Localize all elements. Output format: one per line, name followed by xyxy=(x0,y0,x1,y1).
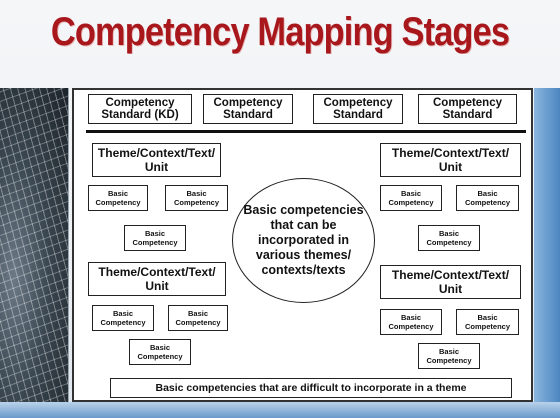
basic-competency-box: Basic Competency xyxy=(418,343,480,369)
decorative-bottom-band xyxy=(0,402,560,418)
theme-box: Theme/Context/Text/ Unit xyxy=(380,143,521,177)
basic-competency-box: Basic Competency xyxy=(165,185,228,211)
basic-competency-box: Basic Competency xyxy=(129,339,191,365)
center-circle: Basic competencies that can be incorpora… xyxy=(232,178,375,303)
standard-box: Competency Standard (KD) xyxy=(88,94,192,124)
basic-competency-box: Basic Competency xyxy=(124,225,186,251)
basic-competency-box: Basic Competency xyxy=(456,185,519,211)
standard-box: Competency Standard xyxy=(418,94,517,124)
divider-line xyxy=(86,130,526,133)
theme-box: Theme/Context/Text/ Unit xyxy=(88,262,226,296)
basic-competency-box: Basic Competency xyxy=(92,305,154,331)
basic-competency-box: Basic Competency xyxy=(168,305,228,331)
slide-title: Competency Mapping Stages xyxy=(50,10,510,54)
basic-competency-box: Basic Competency xyxy=(380,185,442,211)
theme-box: Theme/Context/Text/ Unit xyxy=(380,265,521,299)
theme-box: Theme/Context/Text/ Unit xyxy=(92,143,221,177)
standard-box: Competency Standard xyxy=(313,94,403,124)
basic-competency-box: Basic Competency xyxy=(418,225,480,251)
basic-competency-box: Basic Competency xyxy=(88,185,148,211)
decorative-blue-band xyxy=(534,88,560,403)
footer-box: Basic competencies that are difficult to… xyxy=(110,378,512,398)
basic-competency-box: Basic Competency xyxy=(456,309,519,335)
standard-box: Competency Standard xyxy=(203,94,293,124)
decorative-wireframe-image xyxy=(0,88,69,403)
basic-competency-box: Basic Competency xyxy=(380,309,442,335)
